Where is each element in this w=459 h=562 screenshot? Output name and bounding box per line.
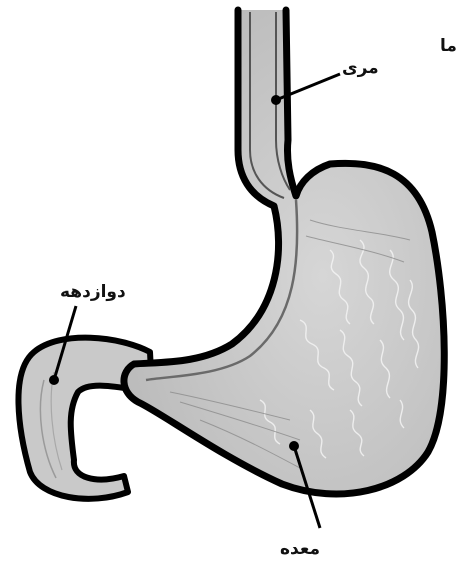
stomach-label: معده — [280, 539, 320, 559]
esophagus-leader-dot — [273, 97, 280, 104]
duodenum-label: دوازدهه — [60, 282, 126, 302]
duodenum-leader-dot — [51, 377, 58, 384]
esophagus-label: مری — [342, 58, 379, 78]
partial-label: ما — [440, 36, 457, 56]
stomach-leader-dot — [291, 443, 298, 450]
stomach-organ — [124, 10, 444, 494]
